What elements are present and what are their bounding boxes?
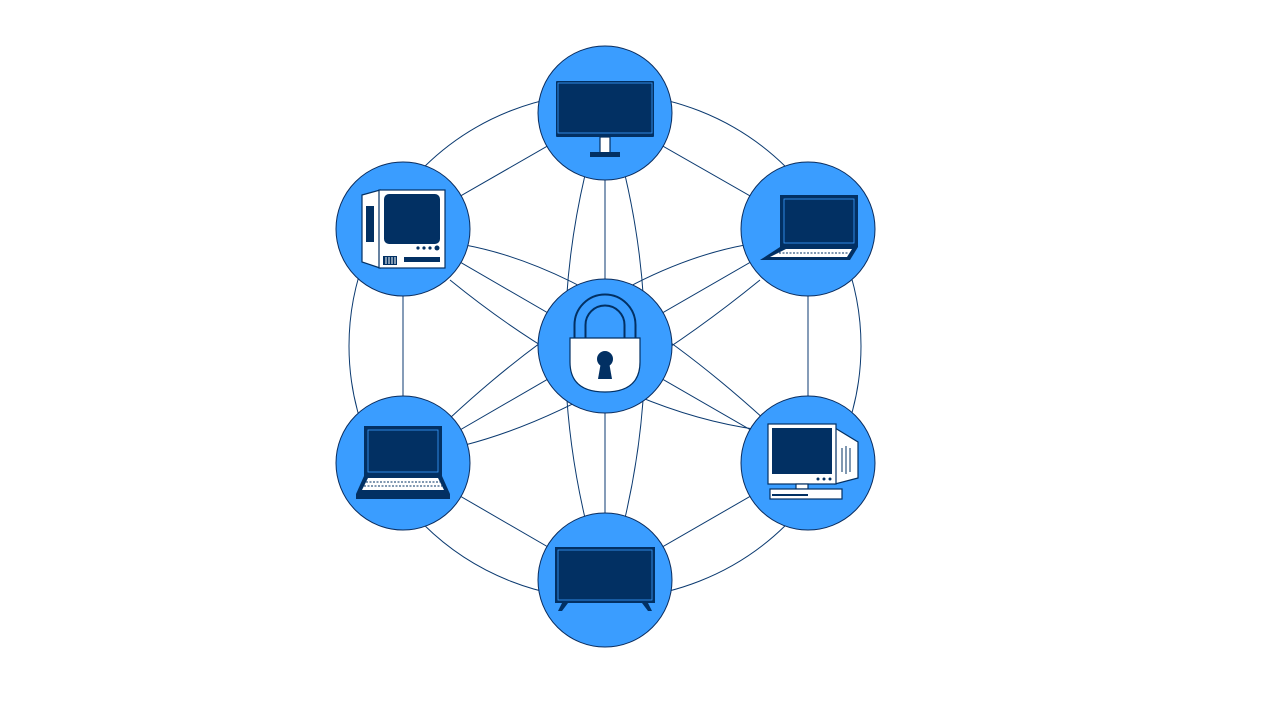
device-node-top-right <box>740 161 876 297</box>
television-icon <box>555 547 655 611</box>
device-node-bottom <box>537 512 673 648</box>
laptop-icon <box>760 195 858 260</box>
center-lock-node <box>537 278 673 414</box>
laptop-icon <box>356 426 450 499</box>
device-node-top <box>537 45 673 181</box>
device-node-bottom-left <box>335 395 471 531</box>
monitor-icon <box>556 81 654 157</box>
device-node-top-left <box>335 161 471 297</box>
device-node-bottom-right <box>740 395 876 531</box>
retro-computer-icon <box>767 423 859 500</box>
padlock-icon <box>569 293 641 393</box>
crt-computer-icon <box>361 189 446 269</box>
